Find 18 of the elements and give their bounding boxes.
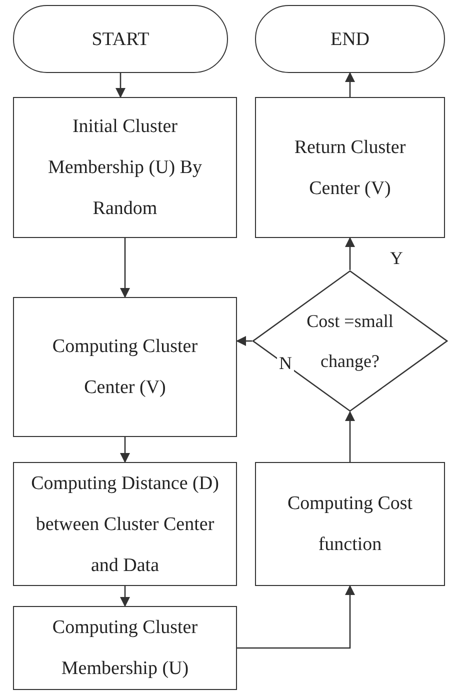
arrow xyxy=(236,336,252,346)
arrow xyxy=(120,238,130,298)
process-box: Computing Cost function xyxy=(255,462,445,586)
process-box: Initial Cluster Membership (U) By Random xyxy=(13,97,237,238)
arrow xyxy=(237,585,355,649)
arrow xyxy=(345,237,355,270)
arrow xyxy=(120,586,130,607)
decision-text: Cost =small change? xyxy=(306,310,394,373)
process-box: Computing Cluster Center (V) xyxy=(13,297,237,437)
process-box: Computing Distance (D) between Cluster Center and Data xyxy=(13,462,237,586)
terminal-box: END xyxy=(255,5,445,73)
process-box: Computing Cluster Membership (U) xyxy=(13,606,237,690)
arrow xyxy=(345,411,355,462)
process-box: Return Cluster Center (V) xyxy=(255,97,445,238)
arrow xyxy=(345,72,355,97)
arrow xyxy=(120,437,130,463)
terminal-box: START xyxy=(13,5,228,73)
arrow xyxy=(116,73,126,98)
